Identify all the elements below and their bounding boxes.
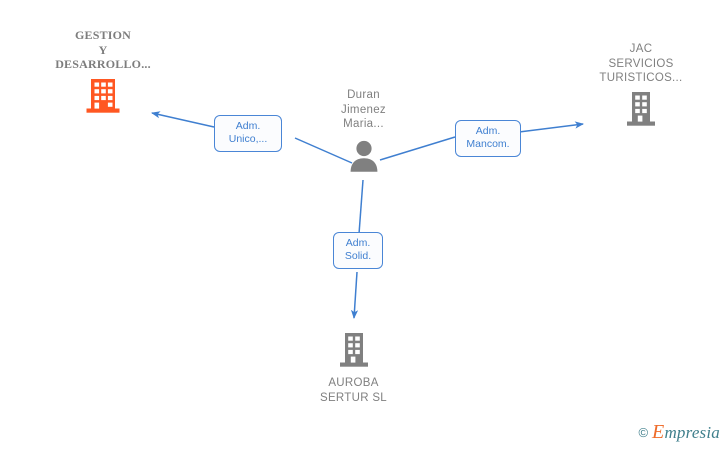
building-icon [86,78,120,113]
node-person-label: Duran Jimenez Maria... [341,89,386,130]
node-gestion-y-desarrollo[interactable]: GESTION Y DESARROLLO... [28,28,178,116]
brand-wordmark: Empresia [652,421,720,444]
brand-rest: mpresia [664,423,720,442]
brand-initial: E [652,421,665,443]
node-auroba-sertur-sl[interactable]: AUROBA SERTUR SL [281,330,426,405]
edge-label-adm-unico[interactable]: Adm. Unico,... [214,115,282,152]
watermark-empresia: © Empresia [638,421,720,444]
edge-adm-unico[interactable] [151,111,353,164]
copyright-icon: © [638,425,649,440]
edge-label-adm-solid[interactable]: Adm. Solid. [333,232,383,269]
edge-adm-mancom[interactable] [379,121,584,161]
node-gestion-label: GESTION Y DESARROLLO... [55,28,151,71]
node-jac-servicios-turisticos[interactable]: JAC SERVICIOS TURISTICOS... [566,42,716,129]
edge-label-adm-mancom[interactable]: Adm. Mancom. [455,120,521,157]
node-auroba-label: AUROBA SERTUR SL [319,377,388,404]
building-icon [627,91,655,126]
building-icon [339,333,368,367]
node-jac-label: JAC SERVICIOS TURISTICOS... [599,43,683,84]
person-icon [350,140,377,172]
edge-adm-solid[interactable] [350,179,364,319]
node-duran-jimenez-maria[interactable]: Duran Jimenez Maria... [291,88,436,174]
